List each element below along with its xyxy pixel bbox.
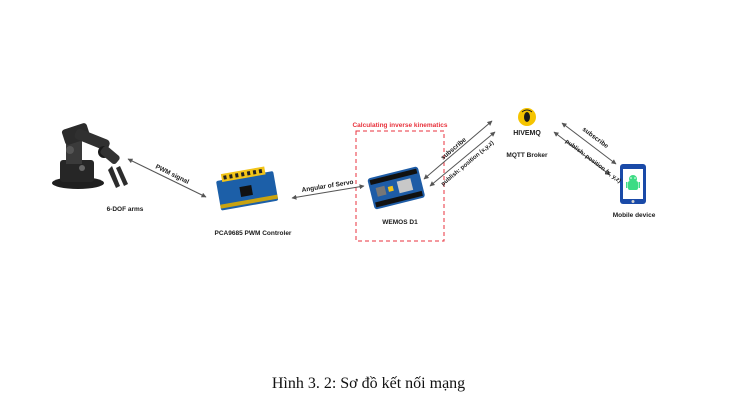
node-label-mobile: Mobile device [613,212,656,219]
figure-caption: Hình 3. 2: Sơ đồ kết nối mạng [271,375,466,392]
arrow-pwm-wemos [291,184,365,200]
edge-label-mobile-subscribe: subscribe [581,126,610,150]
node-label-arm: 6-DOF arms [107,206,144,213]
node-label-broker: MQTT Broker [506,152,548,159]
robot-arm-icon [52,123,128,189]
node-label-wemos: WEMOS D1 [382,219,418,226]
arrow-wemos-broker-pub [429,131,496,187]
pwm-board-icon [216,166,279,211]
hivemq-logo-text: HIVEMQ [513,130,541,137]
edge-label-wemos-publish: publish: position (x,y,z) [440,140,495,187]
wemos-box-title: Calculating inverse kinematics [352,122,447,129]
arrow-arm-pwm [127,158,207,198]
android-phone-icon [620,164,646,204]
hivemq-logo-icon [518,108,536,126]
arrow-broker-mobile-pub [553,131,611,176]
node-label-pwm: PCA9685 PWM Controler [215,230,292,237]
wemos-board-icon [367,166,425,210]
